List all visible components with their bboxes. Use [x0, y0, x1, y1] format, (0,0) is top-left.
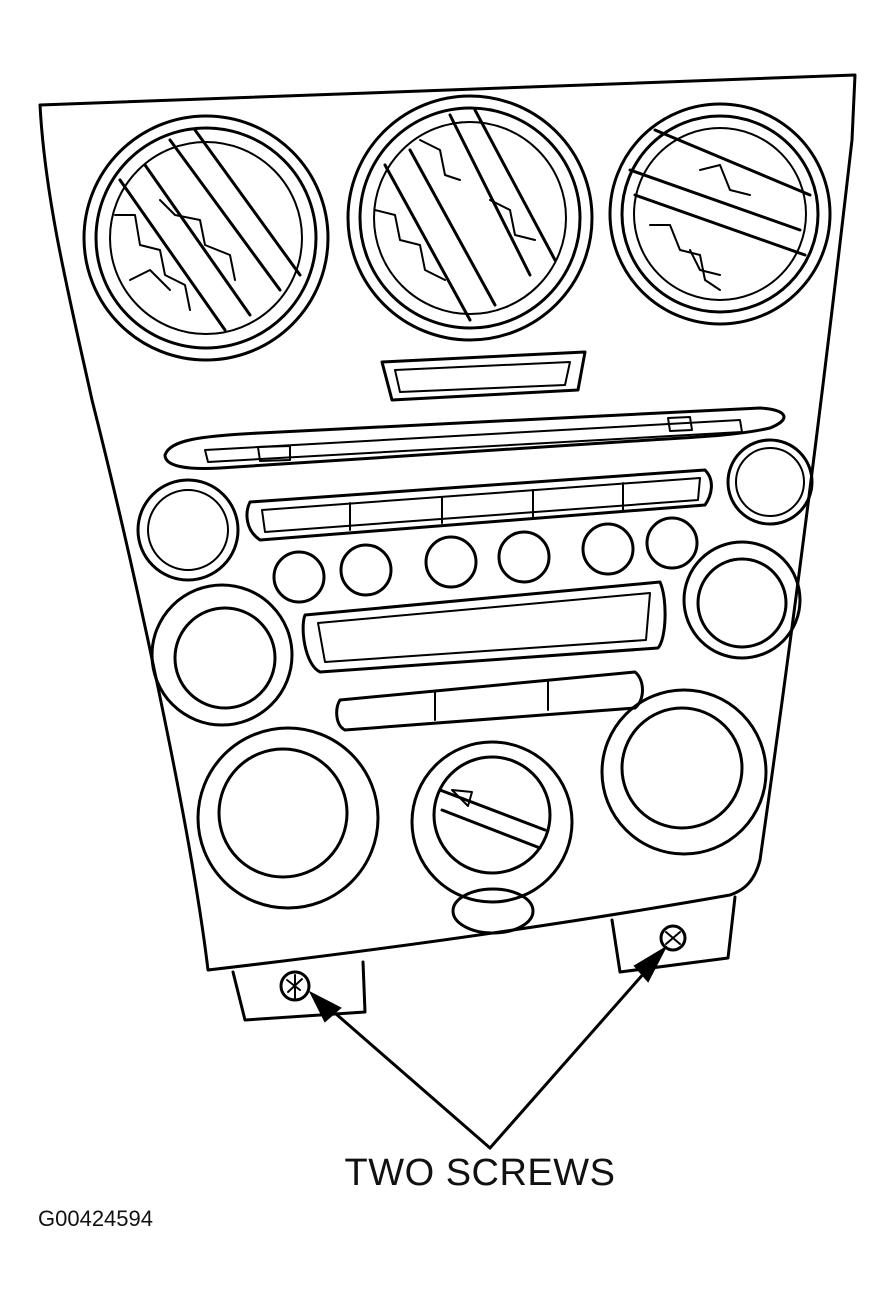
left-screw — [279, 970, 311, 1002]
left-arrowhead — [308, 990, 342, 1023]
fan-speed-knob — [196, 726, 380, 910]
right-mid-knob — [682, 540, 802, 660]
temperature-knob — [600, 688, 768, 856]
radio-display — [301, 580, 667, 674]
figure-id: G00424594 — [38, 1206, 153, 1231]
hazard-switch — [380, 350, 587, 402]
right-tuning-knob — [726, 438, 814, 526]
cd-slot — [163, 406, 786, 470]
left-volume-knob — [136, 478, 240, 582]
preset-button-strip — [245, 468, 713, 542]
left-mounting-tab — [231, 960, 367, 1022]
oval-button — [451, 887, 535, 935]
round-buttons-row — [272, 516, 699, 604]
callout-label: TWO SCREWS — [344, 1152, 616, 1194]
lower-button-strip — [335, 670, 644, 732]
left-air-vent — [82, 114, 330, 362]
right-arrowhead — [633, 945, 668, 983]
bezel-outline — [38, 73, 857, 972]
left-mid-knob — [150, 583, 294, 727]
right-air-vent — [608, 102, 832, 326]
right-mounting-tab — [610, 895, 737, 974]
right-screw — [659, 924, 687, 952]
mode-selector-knob — [410, 740, 574, 904]
callout-leader-lines — [308, 945, 668, 1150]
center-air-vent — [346, 94, 594, 342]
